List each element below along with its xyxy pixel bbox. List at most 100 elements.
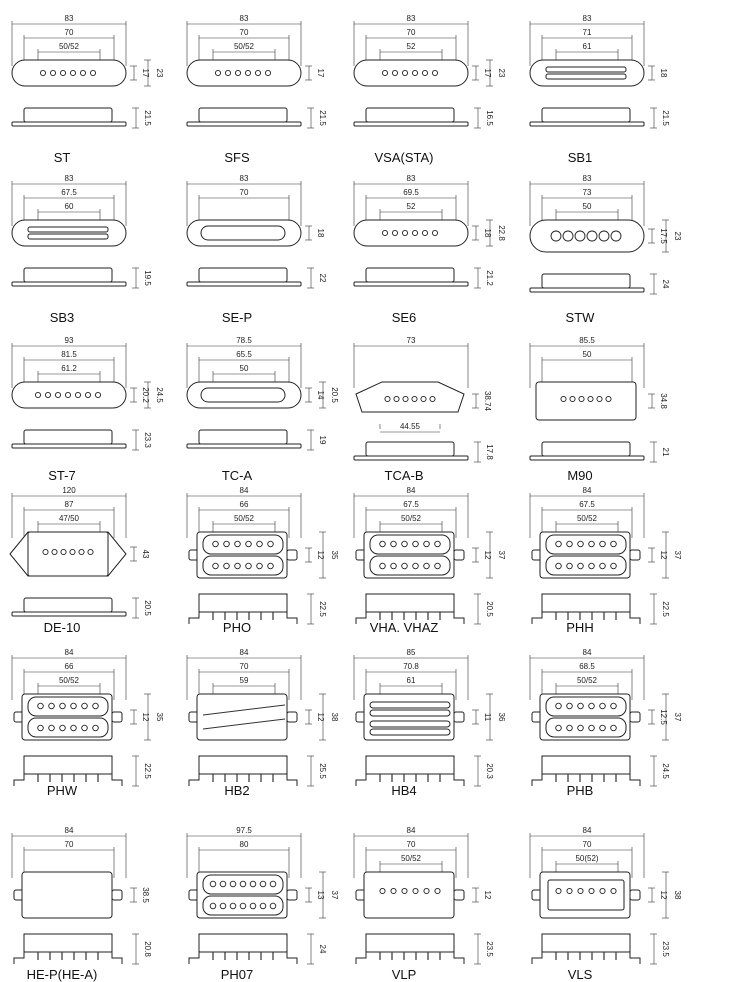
pole-piece	[605, 395, 612, 403]
pole-piece	[224, 69, 232, 77]
cover-frame	[547, 879, 625, 911]
dimension-label: 38	[330, 713, 339, 722]
pickup-body	[529, 59, 645, 87]
dimension-label: 52	[407, 42, 416, 51]
dimension-label: 50/52	[59, 676, 80, 685]
pole-piece	[70, 724, 77, 732]
side-base	[11, 611, 127, 617]
pole-piece	[555, 540, 562, 548]
pole-piece	[423, 540, 430, 548]
pickup-name: VLP	[392, 967, 417, 982]
dimension-label: 18	[659, 69, 668, 78]
pole-piece	[81, 724, 88, 732]
pole-piece	[69, 69, 77, 77]
pickup-name: PHH	[566, 620, 593, 635]
dimension-label: 83	[240, 174, 249, 183]
pickup-body	[21, 871, 113, 919]
side-cover	[541, 593, 631, 613]
coil	[369, 534, 451, 555]
dimension-label: 84	[583, 826, 592, 835]
dimension-label: 44.55	[400, 422, 421, 431]
pole-piece	[610, 540, 617, 548]
dimension-label: 84	[407, 826, 416, 835]
coil	[202, 555, 284, 576]
dimension-label: 38	[673, 891, 682, 900]
pole-piece	[599, 887, 606, 895]
pole-piece	[588, 562, 595, 570]
dimension-label: 73	[583, 188, 592, 197]
pickup-name: VHA. VHAZ	[370, 620, 439, 635]
dimension-label: 70	[407, 840, 416, 849]
side-cover	[23, 107, 113, 123]
side-cover	[541, 107, 631, 123]
dimension-label: 24.5	[155, 387, 164, 403]
dimension-label: 23.5	[485, 941, 494, 957]
pole-piece	[234, 562, 241, 570]
pole-piece	[92, 724, 99, 732]
pole-piece	[384, 395, 391, 403]
dimension-label: 20.8	[143, 941, 152, 957]
dimension-label: 12	[316, 713, 325, 722]
dimension-label: 84	[240, 486, 249, 495]
pole-piece	[81, 702, 88, 710]
pole-piece	[244, 69, 252, 77]
pole-piece	[574, 230, 586, 242]
dimension-label: 23	[673, 232, 682, 241]
pole-piece	[59, 724, 66, 732]
side-cover	[365, 267, 455, 283]
pole-piece	[381, 229, 389, 237]
side-cover	[365, 107, 455, 123]
pole-piece	[421, 69, 429, 77]
pickup-name: TCA-B	[385, 468, 424, 483]
pole-piece	[239, 880, 247, 888]
dimension-label: 12	[483, 891, 492, 900]
dimension-label: 21.5	[318, 110, 327, 126]
dimension-label: 37	[330, 891, 339, 900]
dimension-label: 12	[659, 891, 668, 900]
dimension-label: 71	[583, 28, 592, 37]
pole-piece	[256, 562, 263, 570]
dimension-label: 66	[240, 500, 249, 509]
dimension-label: 22.8	[497, 225, 506, 241]
side-base	[353, 455, 469, 461]
dimension-label: 70	[240, 662, 249, 671]
pole-piece	[587, 395, 594, 403]
dimension-label: 50	[583, 202, 592, 211]
pole-piece	[87, 548, 94, 556]
side-base	[11, 443, 127, 449]
pole-piece	[212, 540, 219, 548]
dimension-label: 21	[661, 448, 670, 457]
pole-piece	[555, 887, 562, 895]
pole-piece	[84, 391, 92, 399]
pole-piece	[37, 724, 44, 732]
dimension-label: 16.5	[485, 110, 494, 126]
pickup-outline	[355, 381, 465, 413]
dimension-label: 61	[583, 42, 592, 51]
pole-piece	[566, 887, 573, 895]
dimension-label: 67.5	[61, 188, 77, 197]
side-base	[11, 121, 127, 127]
coil	[545, 555, 627, 576]
pole-piece	[423, 562, 430, 570]
coil	[545, 534, 627, 555]
dimension-label: 50/52	[401, 854, 422, 863]
pole-piece	[411, 395, 418, 403]
pickup-name: TC-A	[222, 468, 253, 483]
dimension-label: 17	[316, 69, 325, 78]
side-base	[529, 455, 645, 461]
dimension-label: 22.5	[318, 601, 327, 617]
dimension-label: 12.5	[659, 709, 668, 725]
pole-piece	[577, 540, 584, 548]
pole-piece	[259, 880, 267, 888]
dimension-label: 23.5	[661, 941, 670, 957]
side-base	[353, 121, 469, 127]
pole-piece	[390, 887, 397, 895]
